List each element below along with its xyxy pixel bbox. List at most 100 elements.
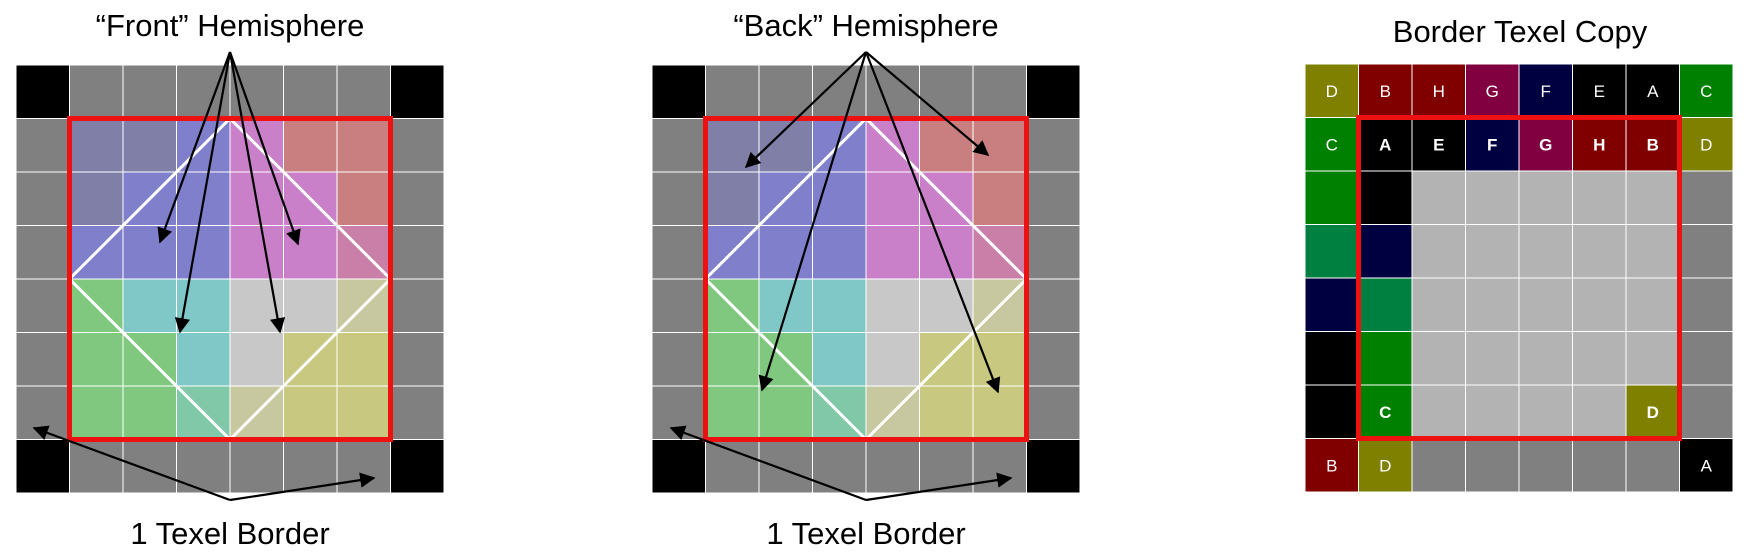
front-hemisphere-arrows [32, 51, 376, 502]
copy-cell-letter: A [1647, 82, 1659, 101]
texel-cell [758, 385, 813, 440]
texel-cell [1026, 225, 1081, 280]
texel-cell [651, 171, 706, 226]
copy-cell [1518, 117, 1573, 172]
texel-cell [336, 332, 391, 387]
texel-cell [229, 225, 284, 280]
copy-cell-letter: A [1701, 456, 1713, 475]
texel-cell [176, 225, 231, 280]
copy-cell-letter: F [1541, 82, 1551, 101]
copy-cell [1465, 331, 1520, 386]
copy-cell-letter: C [1326, 135, 1338, 154]
texel-cell [972, 332, 1027, 387]
texel-cell [336, 118, 391, 173]
texel-cell [705, 64, 760, 119]
texel-cell [229, 439, 284, 494]
texel-cell [705, 332, 760, 387]
texel-cell [758, 278, 813, 333]
copy-cell [1625, 331, 1680, 386]
texel-cell [15, 64, 70, 119]
back-arrow-2 [758, 51, 868, 392]
texel-cell [15, 278, 70, 333]
texel-cell [651, 64, 706, 119]
copy-cell [1358, 63, 1413, 118]
copy-cell-letter: D [1647, 403, 1659, 422]
copy-cell [1465, 224, 1520, 279]
texel-cell [651, 225, 706, 280]
texel-cell [69, 332, 124, 387]
texel-cell [865, 278, 920, 333]
copy-cell [1679, 170, 1734, 225]
texel-cell [758, 118, 813, 173]
texel-cell [390, 385, 445, 440]
front-arrow-2 [174, 51, 232, 334]
copy-cell-letter: H [1433, 82, 1445, 101]
front-arrow-4 [228, 51, 286, 334]
copy-cell [1358, 438, 1413, 493]
copy-cell-letter: D [1379, 456, 1391, 475]
texel-cell [972, 171, 1027, 226]
texel-cell [705, 439, 760, 494]
texel-cell [919, 385, 974, 440]
copy-cell-letter: G [1486, 82, 1499, 101]
copy-cell [1518, 438, 1573, 493]
texel-cell [336, 64, 391, 119]
copy-cell [1358, 331, 1413, 386]
texel-cell [1026, 439, 1081, 494]
copy-cell [1625, 438, 1680, 493]
back-title: “Back” Hemisphere [733, 8, 998, 43]
back-border-arrow-right [865, 472, 1013, 502]
texel-cell [865, 439, 920, 494]
texel-cell [758, 64, 813, 119]
texel-cell [283, 64, 338, 119]
texel-cell [1026, 64, 1081, 119]
copy-cell [1411, 224, 1466, 279]
texel-cell [283, 385, 338, 440]
back-arrow-3 [865, 51, 990, 156]
front-panel: “Front” Hemisphere 1 Texel Border [15, 8, 445, 551]
texel-cell [390, 332, 445, 387]
copy-cell [1518, 63, 1573, 118]
front-arrow-1 [157, 51, 232, 244]
copy-cell [1518, 331, 1573, 386]
texel-cell [229, 332, 284, 387]
texel-cell [972, 118, 1027, 173]
texel-cell [336, 171, 391, 226]
texel-cell [705, 171, 760, 226]
copy-cell [1411, 63, 1466, 118]
copy-cell-letter: D [1700, 135, 1712, 154]
copy-cell [1358, 170, 1413, 225]
texel-cell [651, 332, 706, 387]
copy-cell [1572, 170, 1627, 225]
texel-cell [69, 439, 124, 494]
copy-cell [1411, 384, 1466, 439]
back-texel-grid [651, 64, 1081, 494]
copy-cell [1572, 63, 1627, 118]
texel-cell [812, 64, 867, 119]
texel-cell [390, 64, 445, 119]
texel-cell [336, 439, 391, 494]
copy-cell [1518, 224, 1573, 279]
front-border-arrow-left [32, 425, 231, 502]
texel-cell [705, 385, 760, 440]
texel-cell [122, 278, 177, 333]
texel-cell [390, 225, 445, 280]
copy-cell [1518, 384, 1573, 439]
copy-cell-letter: B [1326, 456, 1337, 475]
texel-cell [812, 439, 867, 494]
texel-cell [283, 118, 338, 173]
texel-cell [812, 278, 867, 333]
copy-cell [1572, 331, 1627, 386]
texel-cell [390, 278, 445, 333]
texel-cell [69, 118, 124, 173]
texel-cell [69, 171, 124, 226]
texel-cell [283, 225, 338, 280]
texel-cell [69, 64, 124, 119]
copy-cell-letter: E [1433, 135, 1444, 154]
texel-cell [865, 225, 920, 280]
texel-cell [651, 278, 706, 333]
texel-cell [919, 64, 974, 119]
copy-cell [1304, 331, 1359, 386]
